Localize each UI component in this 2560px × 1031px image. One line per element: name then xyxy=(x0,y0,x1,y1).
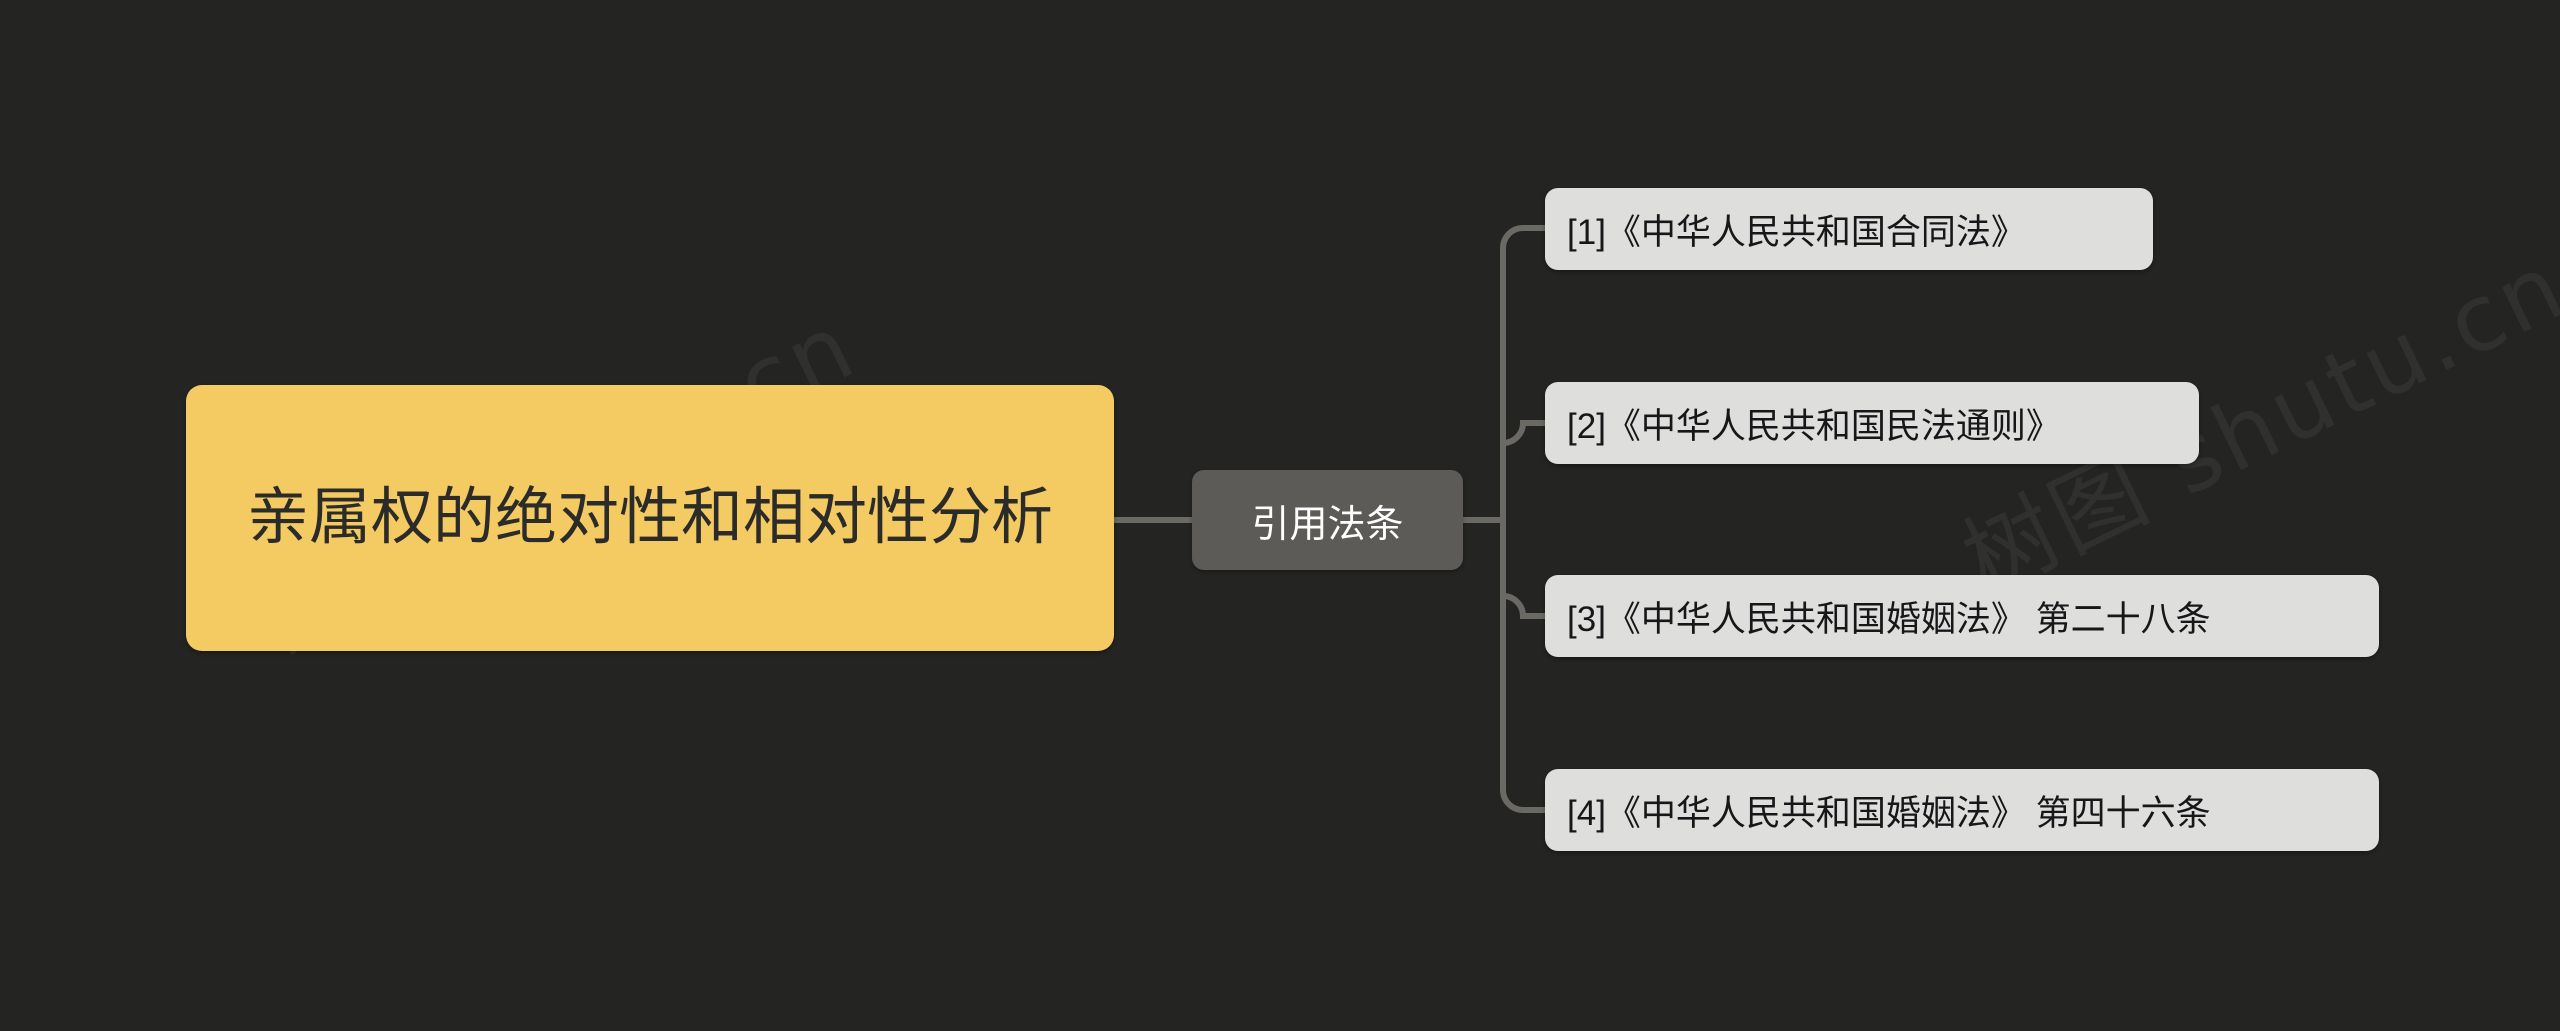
branch-node-label: 引用法条 xyxy=(1251,503,1404,546)
leaf-node-3[interactable]: [3]《中华人民共和国婚姻法》 第二十八条 xyxy=(1545,575,2379,657)
connector-trunk-to-leaf-1 xyxy=(1500,225,1545,249)
leaf-node-label-4: [4]《中华人民共和国婚姻法》 第四十六条 xyxy=(1567,793,2211,833)
root-node[interactable]: 亲属权的绝对性和相对性分析 xyxy=(186,385,1114,651)
leaf-node-label-1: [1]《中华人民共和国合同法》 xyxy=(1567,212,2026,252)
root-node-label: 亲属权的绝对性和相对性分析 xyxy=(246,483,1053,553)
leaf-node-2[interactable]: [2]《中华人民共和国民法通则》 xyxy=(1545,382,2199,464)
leaf-node-1[interactable]: [1]《中华人民共和国合同法》 xyxy=(1545,188,2153,270)
connector-trunk-to-leaf-2 xyxy=(1502,420,1545,446)
connector-trunk-to-leaf-3 xyxy=(1502,593,1545,619)
connector-trunk-to-leaf-4 xyxy=(1500,789,1545,813)
branch-node-cited-laws[interactable]: 引用法条 xyxy=(1192,470,1463,570)
leaf-node-label-2: [2]《中华人民共和国民法通则》 xyxy=(1567,406,2061,446)
leaf-node-4[interactable]: [4]《中华人民共和国婚姻法》 第四十六条 xyxy=(1545,769,2379,851)
leaf-node-label-3: [3]《中华人民共和国婚姻法》 第二十八条 xyxy=(1567,599,2211,639)
